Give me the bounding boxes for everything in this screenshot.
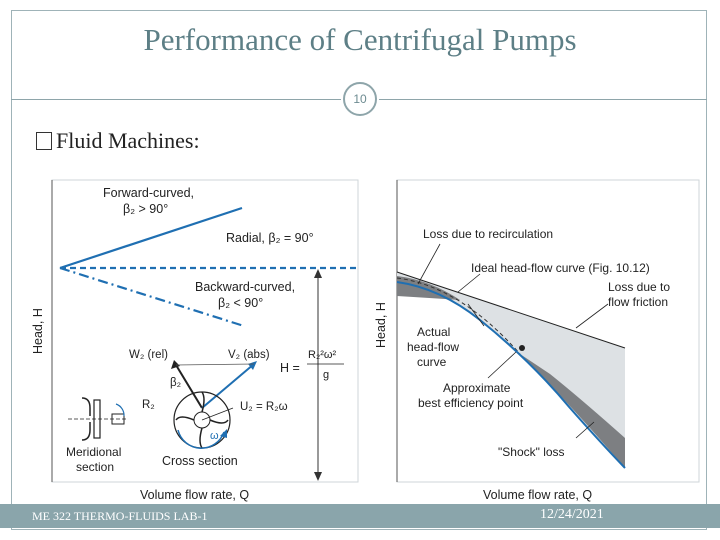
slide-frame [11,10,707,530]
v2-label: V₂ (abs) [228,349,270,361]
meridional-label-2: section [76,460,114,474]
right-x-axis-label: Volume flow rate, Q [483,488,592,502]
forward-curved-label: Forward-curved, [103,186,194,200]
actual-curve-label-2: head-flow [407,340,459,354]
title-rule-left [11,99,341,100]
bullet-text: Fluid Machines: [56,128,200,153]
footer-date: 12/24/2021 [540,507,604,522]
w2-label: W₂ (rel) [129,349,168,361]
w2-vector [175,364,203,409]
impeller-figure: Forward-curved, β₂ > 90° Radial, β₂ = 90… [28,176,368,506]
best-efficiency-label-1: Approximate [443,381,511,395]
backward-curved-line [59,266,245,328]
v2-vector [201,363,255,409]
r2-label: R₂ [142,399,155,411]
footer-course: ME 322 THERMO-FLUIDS LAB-1 [32,509,208,523]
best-efficiency-point [519,345,525,351]
head-flow-figure: Loss due to recirculation Ideal head-flo… [370,176,704,506]
right-y-axis-label: Head, H [374,302,388,348]
ideal-curve-label: Ideal head-flow curve (Fig. 10.12) [471,261,650,275]
footer-bar [0,504,720,528]
backward-curved-label: Backward-curved, [195,280,295,294]
shock-loss-label: "Shock" loss [498,445,565,459]
omega-label: ω [210,430,219,442]
left-y-axis-label: Head, H [31,308,45,354]
friction-loss-label-2: flow friction [608,295,668,309]
recirculation-loss-region [397,276,460,300]
cross-section-label: Cross section [162,454,238,468]
beta2-label: β₂ [170,377,181,389]
title-rule-right [379,99,707,100]
bullet-box-icon [36,132,52,150]
best-efficiency-label-2: best efficiency point [418,396,524,410]
actual-head-flow-curve [396,281,626,469]
slide-number: 10 [343,82,377,116]
friction-loss-region [397,272,625,468]
h-formula-numerator: R₂²ω² [308,349,336,361]
actual-curve-label-1: Actual [417,325,450,339]
h-formula-label: H = [280,361,300,375]
meridional-label-1: Meridional [66,445,121,459]
friction-loss-label-1: Loss due to [608,280,670,294]
u2-label: U₂ = R₂ω [240,401,288,413]
radial-label: Radial, β₂ = 90° [226,231,314,245]
left-x-axis-label: Volume flow rate, Q [140,488,249,502]
slide-title: Performance of Centrifugal Pumps [143,22,577,57]
ideal-head-flow-curve [396,271,626,349]
recirculation-loss-label: Loss due to recirculation [423,227,553,241]
forward-beta-label: β₂ > 90° [123,202,168,216]
omega-arrow [177,429,225,449]
h-formula-denominator: g [323,369,329,381]
backward-beta-label: β₂ < 90° [218,296,263,310]
forward-curved-line [59,206,243,270]
bullet-item: Fluid Machines: [36,128,200,154]
actual-curve-label-3: curve [417,355,447,369]
